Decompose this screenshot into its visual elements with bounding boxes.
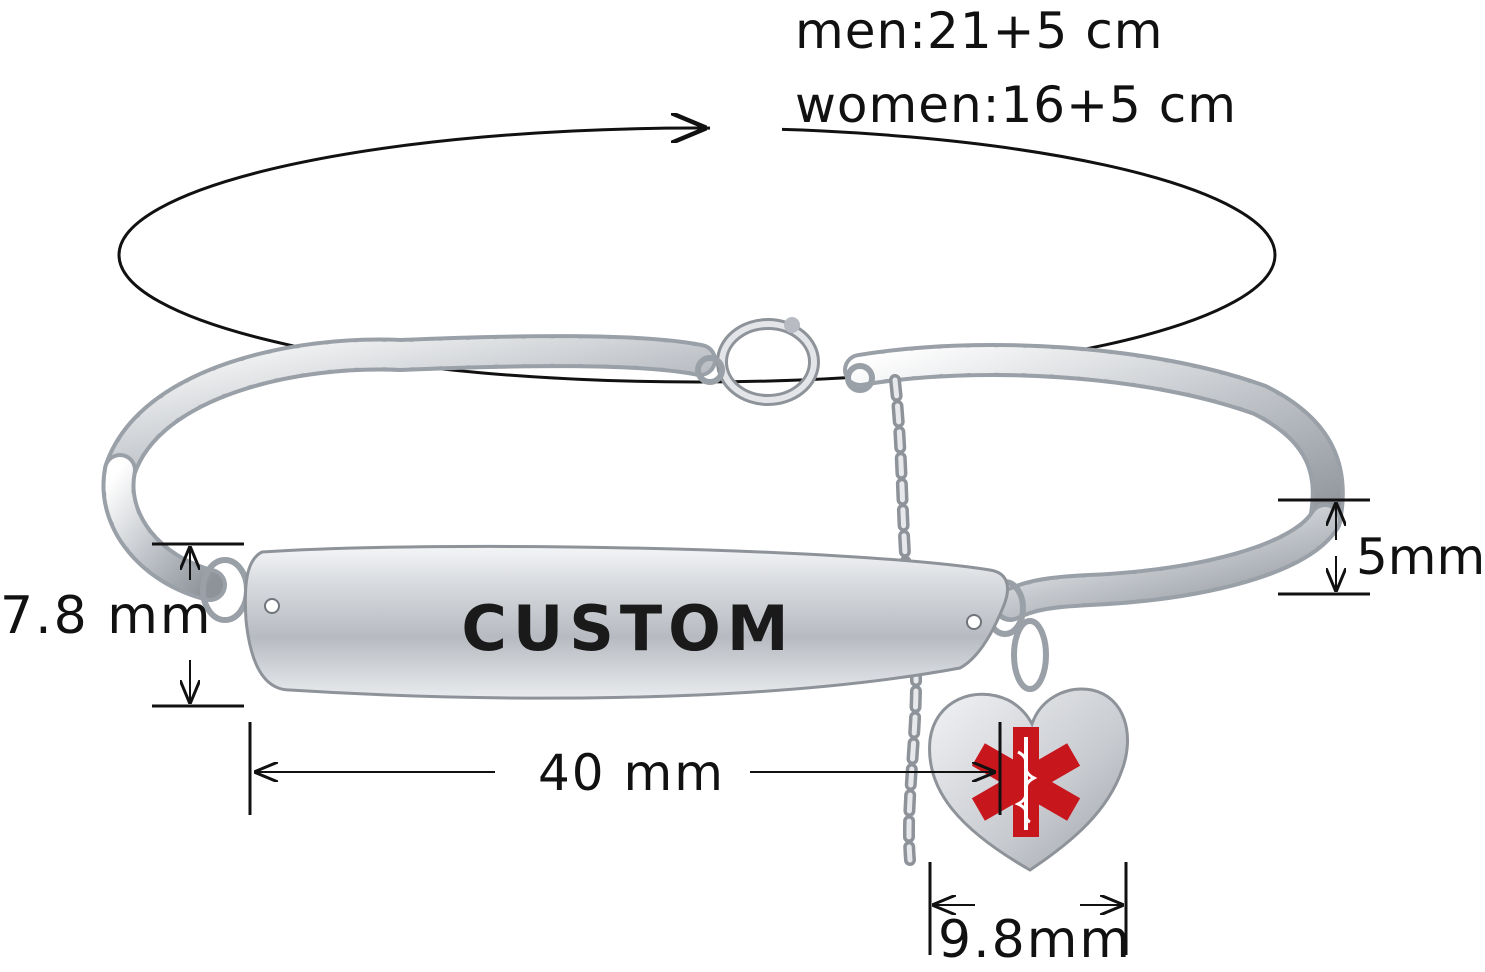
women-size-label: women:16+5 cm (795, 76, 1237, 134)
circumference-diagram (117, 115, 1277, 384)
chain-width-label: 5mm (1356, 528, 1485, 586)
chain-back (103, 334, 1345, 537)
heart-charm (928, 687, 1130, 872)
engraving-text: CUSTOM (461, 592, 794, 665)
charm-width-label: 9.8mm (938, 910, 1133, 970)
dimension-lines (152, 498, 1370, 955)
id-bar: CUSTOM (243, 544, 1009, 700)
bar-height-label: 7.8 mm (0, 586, 213, 646)
men-size-label: men:21+5 cm (795, 2, 1164, 60)
lobster-clasp (695, 317, 875, 406)
bar-width-label: 40 mm (538, 744, 725, 802)
